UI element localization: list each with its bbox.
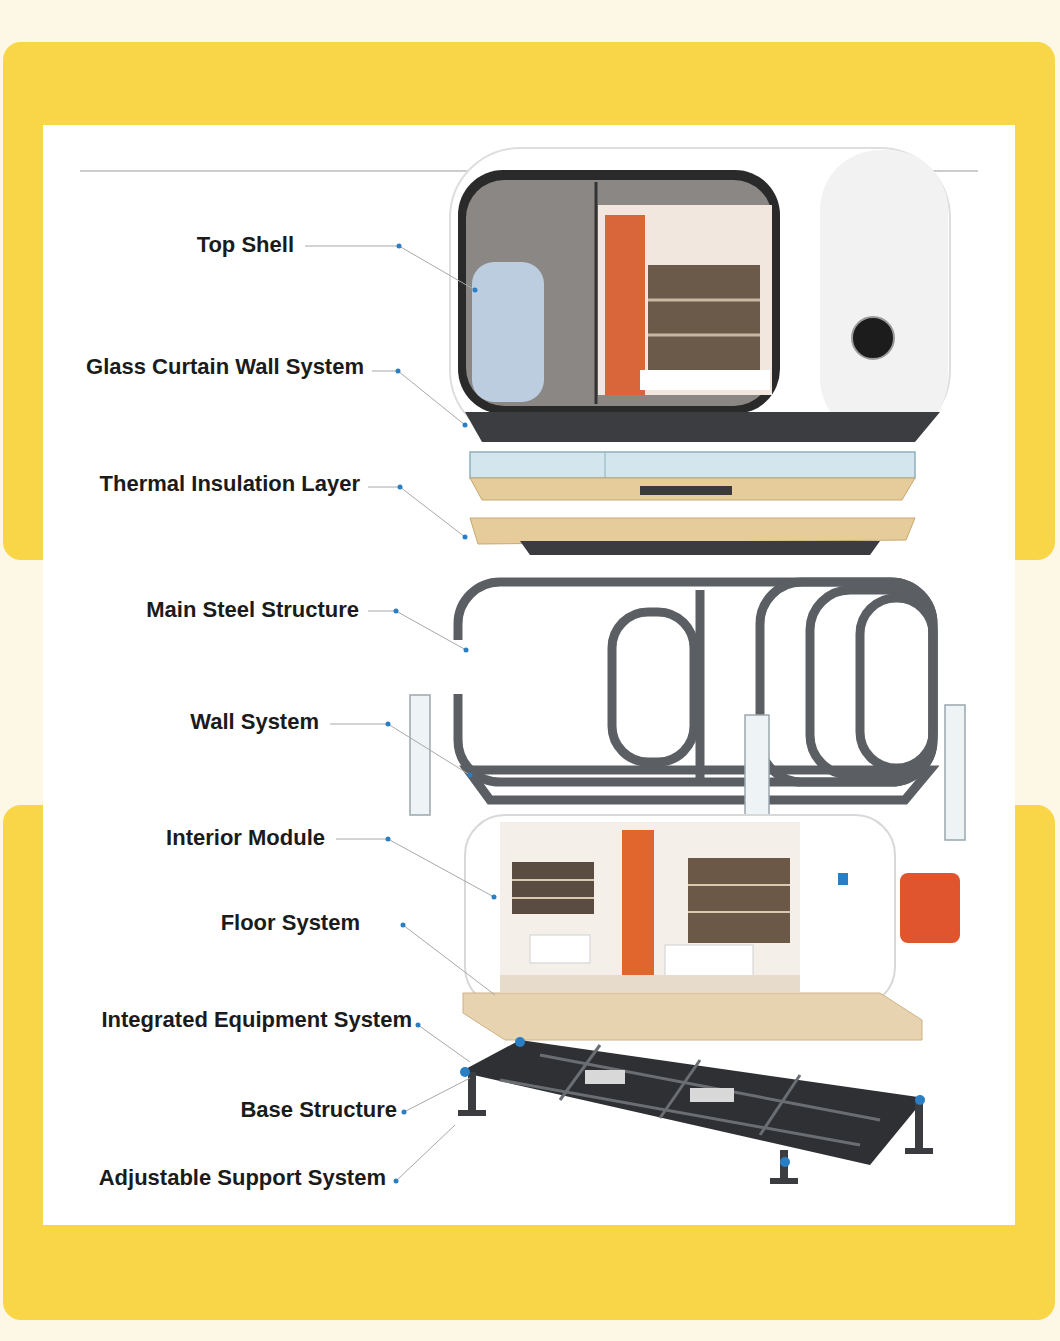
part-label: Integrated Equipment System — [101, 1007, 412, 1033]
floor-slab — [463, 993, 922, 1040]
part-label: Base Structure — [240, 1097, 397, 1123]
base-frame — [458, 1037, 933, 1184]
interior-module — [465, 815, 960, 1007]
part-label: Adjustable Support System — [99, 1165, 386, 1191]
part-label: Thermal Insulation Layer — [100, 471, 360, 497]
insulation-layer — [470, 518, 915, 555]
leader-lines — [305, 246, 495, 1181]
glass-curtain-wall — [470, 452, 915, 500]
part-label: Interior Module — [166, 825, 325, 851]
part-label: Main Steel Structure — [146, 597, 359, 623]
part-label: Wall System — [190, 709, 319, 735]
part-label: Top Shell — [197, 232, 294, 258]
top-shell — [450, 148, 950, 442]
white-panel — [43, 125, 1015, 1225]
leader-dots — [386, 244, 497, 1184]
part-label: Glass Curtain Wall System — [86, 354, 364, 380]
steel-frame — [458, 582, 933, 800]
part-label: Floor System — [221, 910, 360, 936]
